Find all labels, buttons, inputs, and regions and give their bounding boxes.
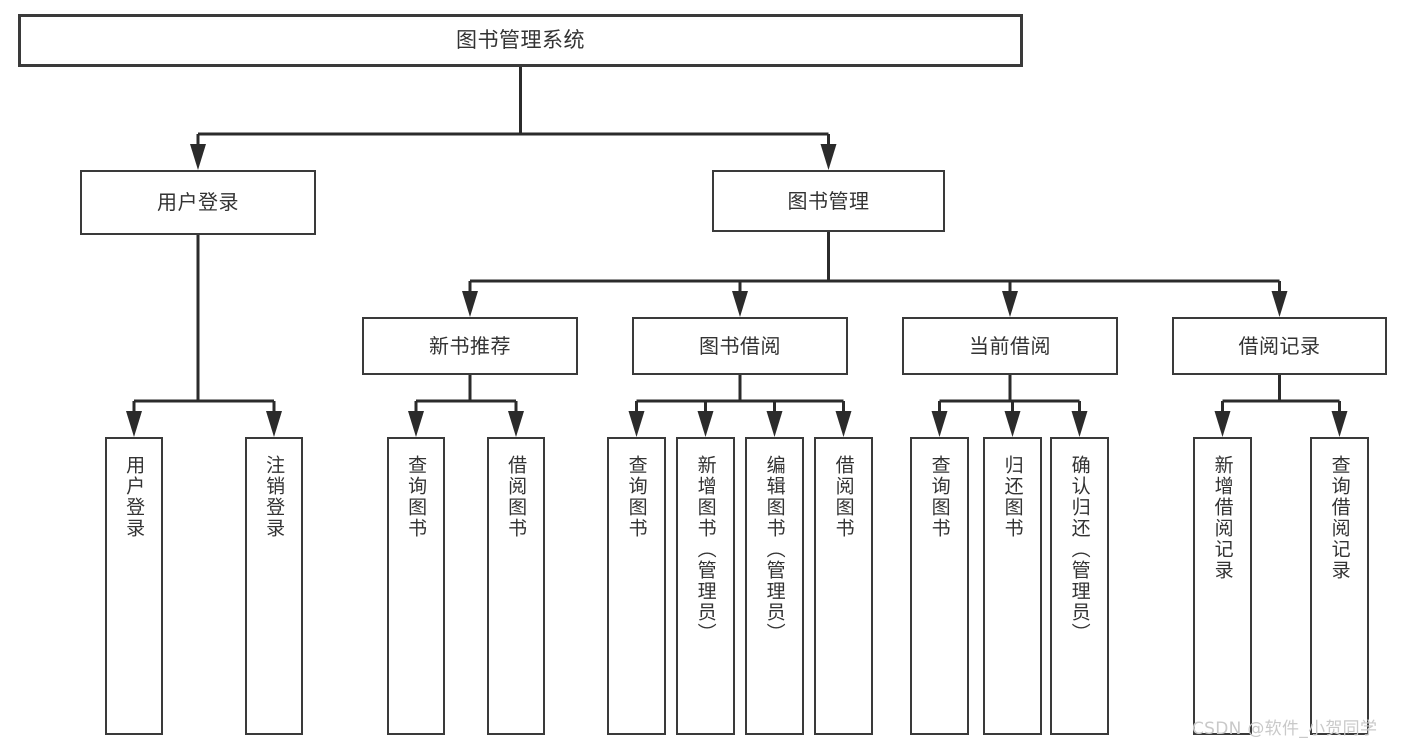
arrowhead-icon xyxy=(1271,291,1288,317)
node-label: 图书管理 xyxy=(787,188,870,213)
leaf-node[interactable]: 注销登录 xyxy=(245,437,303,735)
leaf-node[interactable]: 用户登录 xyxy=(105,437,163,735)
leaf-node[interactable]: 查询图书 xyxy=(607,437,666,735)
node-label: 查询图书 xyxy=(625,455,648,539)
node-label: 借阅记录 xyxy=(1238,333,1321,358)
arrowhead-icon xyxy=(1214,411,1231,437)
branch-node[interactable]: 借阅记录 xyxy=(1172,317,1387,375)
leaf-node[interactable]: 归还图书 xyxy=(983,437,1042,735)
node-label: 新增图书（管理员） xyxy=(694,455,717,644)
branch-node[interactable]: 用户登录 xyxy=(80,170,316,235)
leaf-node[interactable]: 借阅图书 xyxy=(814,437,873,735)
leaf-node[interactable]: 查询图书 xyxy=(910,437,969,735)
arrowhead-icon xyxy=(1002,291,1018,317)
arrowhead-icon xyxy=(820,144,837,170)
branch-node[interactable]: 图书借阅 xyxy=(632,317,848,375)
leaf-node[interactable]: 新增借阅记录 xyxy=(1193,437,1252,735)
node-label: 查询图书 xyxy=(405,455,428,539)
node-label: 查询图书 xyxy=(928,455,951,539)
leaf-node[interactable]: 编辑图书（管理员） xyxy=(745,437,804,735)
branch-node[interactable]: 当前借阅 xyxy=(902,317,1118,375)
arrowhead-icon xyxy=(835,411,852,437)
node-label: 归还图书 xyxy=(1001,455,1024,539)
branch-node[interactable]: 新书推荐 xyxy=(362,317,578,375)
leaf-node[interactable]: 确认归还（管理员） xyxy=(1050,437,1109,735)
leaf-node[interactable]: 借阅图书 xyxy=(487,437,545,735)
node-label: 注销登录 xyxy=(263,455,286,539)
node-label: 图书借阅 xyxy=(699,333,781,358)
node-label: 确认归还（管理员） xyxy=(1068,455,1091,644)
node-label: 新书推荐 xyxy=(429,333,511,358)
node-label: 图书管理系统 xyxy=(456,28,585,53)
arrowhead-icon xyxy=(1004,411,1021,437)
arrowhead-icon xyxy=(462,291,478,317)
arrowhead-icon xyxy=(697,411,714,437)
branch-node[interactable]: 图书管理 xyxy=(712,170,945,232)
arrowhead-icon xyxy=(266,411,282,437)
arrowhead-icon xyxy=(931,411,948,437)
leaf-node[interactable]: 查询借阅记录 xyxy=(1310,437,1369,735)
arrowhead-icon xyxy=(190,144,206,170)
arrowhead-icon xyxy=(732,291,748,317)
csdn-watermark: CSDN @软件_小贺同学 xyxy=(1192,719,1378,739)
arrowhead-icon xyxy=(508,411,524,437)
node-label: 查询借阅记录 xyxy=(1328,455,1351,581)
node-label: 新增借阅记录 xyxy=(1211,455,1234,581)
node-label: 编辑图书（管理员） xyxy=(763,455,786,644)
node-label: 用户登录 xyxy=(123,455,146,539)
node-label: 借阅图书 xyxy=(832,455,855,539)
root-node[interactable]: 图书管理系统 xyxy=(18,14,1023,67)
node-label: 当前借阅 xyxy=(969,333,1051,358)
leaf-node[interactable]: 新增图书（管理员） xyxy=(676,437,735,735)
node-label: 用户登录 xyxy=(157,190,239,214)
arrowhead-icon xyxy=(408,411,424,437)
node-label: 借阅图书 xyxy=(505,455,528,539)
arrowhead-icon xyxy=(628,411,645,437)
arrowhead-icon xyxy=(766,411,783,437)
arrowhead-icon xyxy=(1071,411,1088,437)
arrowhead-icon xyxy=(126,411,142,437)
arrowhead-icon xyxy=(1331,411,1348,437)
leaf-node[interactable]: 查询图书 xyxy=(387,437,445,735)
